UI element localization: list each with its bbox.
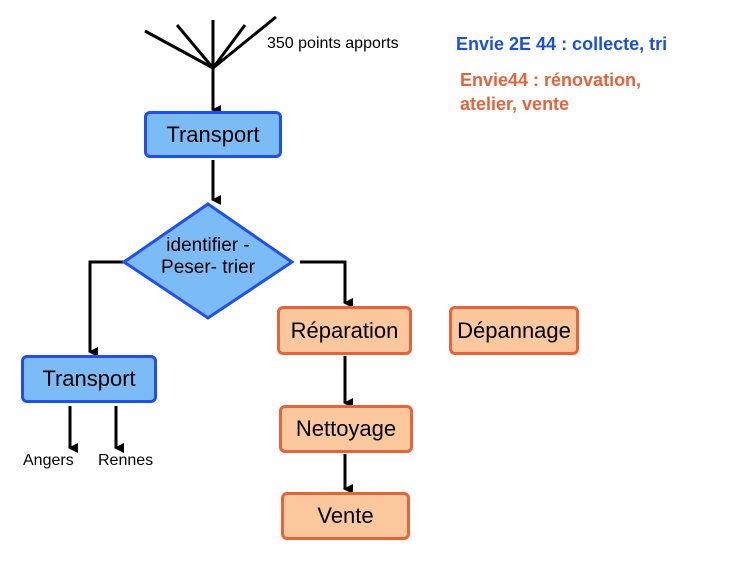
vente-box: Vente	[281, 492, 410, 540]
title-renovation-line1: Envie44 : rénovation,	[460, 70, 642, 90]
decision-diamond	[121, 202, 295, 320]
nettoyage-box: Nettoyage	[279, 405, 413, 453]
reparation-box: Réparation	[277, 306, 412, 355]
transport-left-label: Transport	[42, 366, 136, 391]
arrow-decision-to-transport-left	[88, 260, 124, 357]
source-label: 350 points apports	[267, 35, 399, 52]
input-fan	[144, 15, 277, 70]
transport-top-box: Transport	[144, 111, 282, 158]
title-collecte: Envie 2E 44 : collecte, tri	[456, 34, 668, 54]
decision-line2: Peser- trier	[161, 257, 255, 278]
transport-left-box: Transport	[21, 355, 157, 403]
decision-line1: identifier -	[166, 235, 250, 256]
vente-label: Vente	[317, 503, 374, 528]
depannage-box: Dépannage	[449, 306, 579, 355]
destination-angers: Angers	[23, 452, 74, 469]
depannage-label: Dépannage	[457, 317, 571, 343]
decision-text: identifier - Peser- trier	[124, 235, 292, 279]
destination-rennes: Rennes	[98, 452, 154, 469]
nettoyage-label: Nettoyage	[295, 416, 397, 441]
arrow-decision-to-reparation	[300, 260, 353, 308]
title-renovation-line2: atelier, vente	[460, 94, 570, 114]
reparation-label: Réparation	[290, 317, 399, 343]
transport-top-label: Transport	[166, 121, 260, 147]
